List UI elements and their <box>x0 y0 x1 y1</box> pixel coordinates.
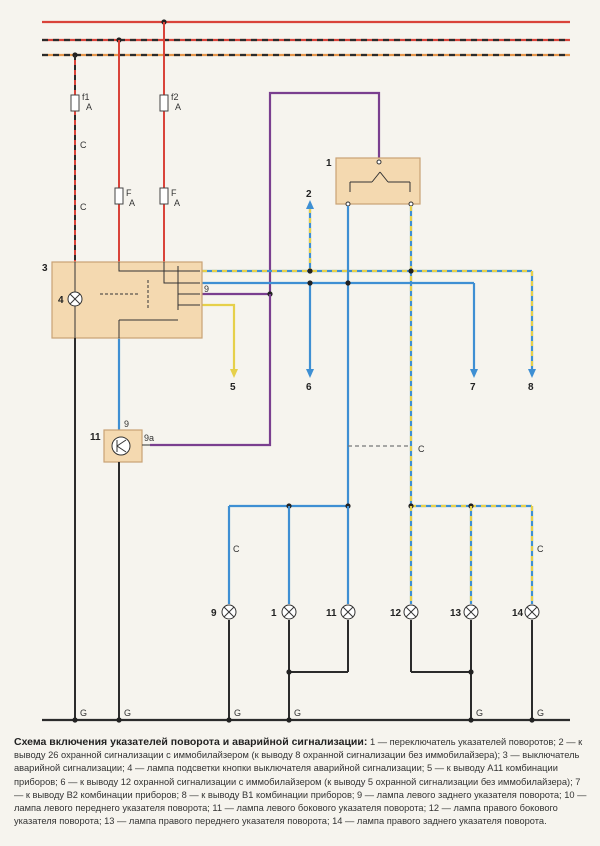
ground-label: G <box>537 708 544 718</box>
ground-label: G <box>124 708 131 718</box>
wire-label: F <box>171 188 177 198</box>
component-9-label: 9 <box>211 608 217 619</box>
wire-label: F <box>126 188 132 198</box>
ground-label: G <box>294 708 301 718</box>
feed-wires <box>70 19 169 262</box>
component-14-label: 14 <box>512 608 524 619</box>
lamp-1 <box>281 604 297 620</box>
component-6-label: 6 <box>306 382 312 393</box>
ground-label: G <box>234 708 241 718</box>
component-5-label: 5 <box>230 382 236 393</box>
fuse-label: A <box>86 102 92 112</box>
connector-label: C <box>233 544 240 554</box>
component-3-label: 3 <box>42 263 48 274</box>
figure-caption: Схема включения указателей поворота и ав… <box>14 736 588 828</box>
supply-busses <box>42 20 570 57</box>
component-13-label: 13 <box>450 608 462 619</box>
component-12-label: 12 <box>390 608 402 619</box>
ground-label: G <box>80 708 87 718</box>
lamp-12 <box>403 604 419 620</box>
turn-signal-switch <box>335 157 421 207</box>
lamp-9 <box>221 604 237 620</box>
wiring-diagram: f1 A f2 A C C F A F A 1 <box>42 19 570 723</box>
component-4-label: 4 <box>58 295 64 306</box>
connector-label: C <box>418 444 425 454</box>
lamp-11 <box>340 604 356 620</box>
pin-label: 9 <box>124 419 129 429</box>
connector-label: C <box>537 544 544 554</box>
purple-wire <box>150 91 381 447</box>
fuse-label: f2 <box>171 92 179 102</box>
caption-body: 1 — переключатель указателей поворотов; … <box>14 737 587 827</box>
component-7-label: 7 <box>470 382 476 393</box>
hazard-switch-block <box>51 261 203 339</box>
lamp-14 <box>524 604 540 620</box>
pin-label: 9 <box>204 284 209 294</box>
caption-title: Схема включения указателей поворота и ав… <box>14 736 368 748</box>
fuse-label: A <box>175 102 181 112</box>
pin-label: 9a <box>144 433 154 443</box>
component-2-label: 2 <box>306 189 312 200</box>
signal-wires <box>117 200 536 604</box>
lamp-13 <box>463 604 479 620</box>
ground-wires <box>42 338 570 723</box>
ground-label: G <box>476 708 483 718</box>
lamps <box>221 604 540 620</box>
turn-signal-relay <box>103 429 150 463</box>
component-1-lamp-label: 1 <box>271 608 277 619</box>
wire-label: A <box>129 198 135 208</box>
component-11-label: 11 <box>326 608 337 619</box>
connector-label: C <box>80 140 87 150</box>
wire-label: A <box>174 198 180 208</box>
connector-label: C <box>80 202 87 212</box>
component-8-label: 8 <box>528 382 534 393</box>
component-1-label: 1 <box>326 158 332 169</box>
fuse-label: f1 <box>82 92 90 102</box>
component-11-relay-label: 11 <box>90 432 101 443</box>
